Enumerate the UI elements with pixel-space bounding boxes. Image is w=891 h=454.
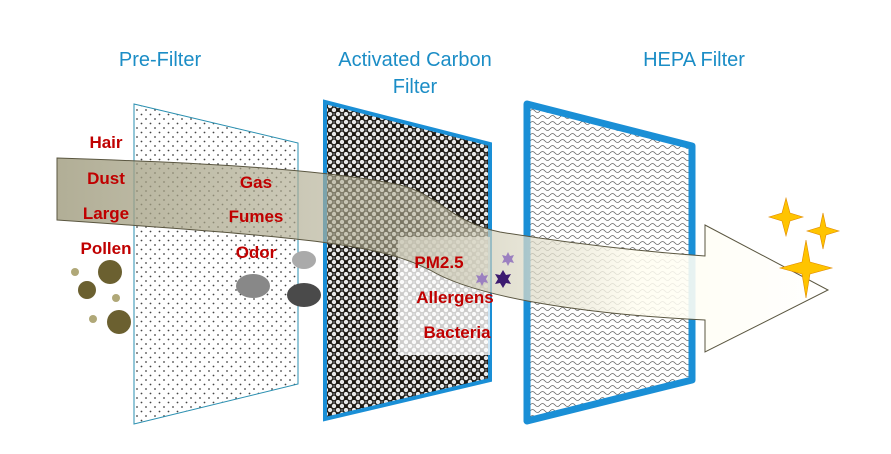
clean-air-sparkles-icon (767, 196, 841, 299)
label-bacteria: Bacteria (423, 323, 491, 342)
label-pollen: Pollen (80, 239, 131, 258)
carbon-title-line2: Filter (393, 76, 438, 98)
airflow-arrow (56, 157, 830, 353)
allergen-particles-icon (476, 252, 514, 288)
label-dust: Dust (87, 169, 125, 188)
label-allergens: Allergens (416, 288, 493, 307)
hepa-title: HEPA Filter (643, 49, 745, 71)
label-pm25: PM2.5 (414, 253, 463, 272)
label-fumes: Fumes (229, 207, 284, 226)
label-odor: Odor (236, 243, 277, 262)
label-gas: Gas (240, 173, 272, 192)
carbon-title-line1: Activated Carbon (338, 49, 491, 71)
prefilter-title: Pre-Filter (119, 49, 202, 71)
pollen-particles-icon (71, 260, 131, 334)
label-large: Large (83, 204, 129, 223)
prefilter-panel (133, 103, 299, 425)
label-hair: Hair (89, 133, 122, 152)
fume-clouds-icon (236, 251, 321, 307)
